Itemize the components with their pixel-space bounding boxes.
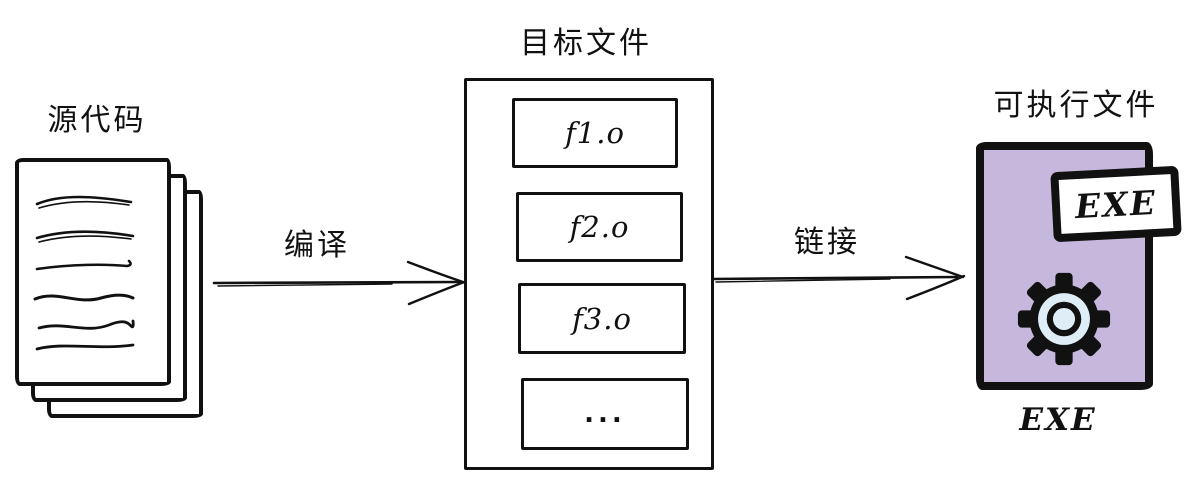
gear-icon — [1017, 272, 1111, 366]
document-scribble-lines — [33, 195, 135, 351]
object-file-f3: f3.o — [518, 283, 686, 354]
exe-caption: EXE — [1019, 402, 1097, 438]
object-file-ellipsis: ... — [521, 378, 689, 450]
executable-label: 可执行文件 — [993, 89, 1159, 122]
object-file-ellipsis-label: ... — [584, 399, 626, 429]
object-file-f2: f2.o — [516, 192, 683, 262]
object-file-f1: f1.o — [512, 98, 678, 168]
document-page-front — [15, 158, 171, 386]
exe-badge-text: EXE — [1074, 182, 1158, 226]
exe-badge: EXE — [1050, 165, 1182, 243]
source-code-label: 源代码 — [47, 104, 147, 137]
compile-arrow-label: 编译 — [284, 229, 350, 262]
link-arrow-label: 链接 — [794, 226, 860, 259]
object-file-f3-label: f3.o — [572, 301, 632, 336]
object-file-f1-label: f1.o — [565, 116, 625, 150]
object-files-title: 目标文件 — [520, 27, 652, 60]
object-file-f2-label: f2.o — [569, 210, 630, 244]
